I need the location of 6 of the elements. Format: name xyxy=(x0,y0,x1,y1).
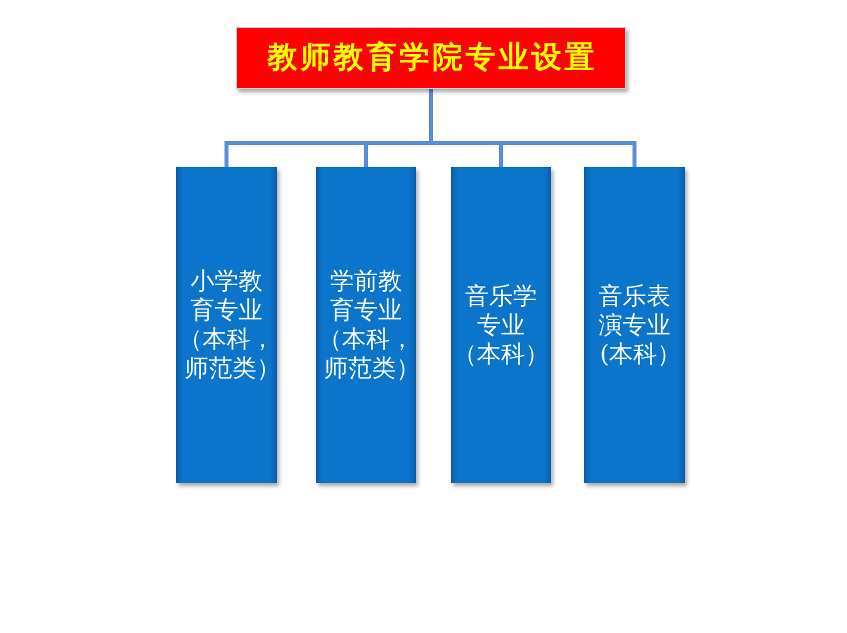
program-box: 学前教育专业（本科，师范类） xyxy=(316,167,416,483)
program-box: 音乐表演专业(本科） xyxy=(584,167,685,483)
title-box: 教师教育学院专业设置 xyxy=(236,27,626,89)
program-box: 音乐学专业（本科） xyxy=(451,167,551,483)
program-box: 小学教育专业（本科，师范类） xyxy=(176,167,277,483)
connector-line xyxy=(429,89,636,167)
